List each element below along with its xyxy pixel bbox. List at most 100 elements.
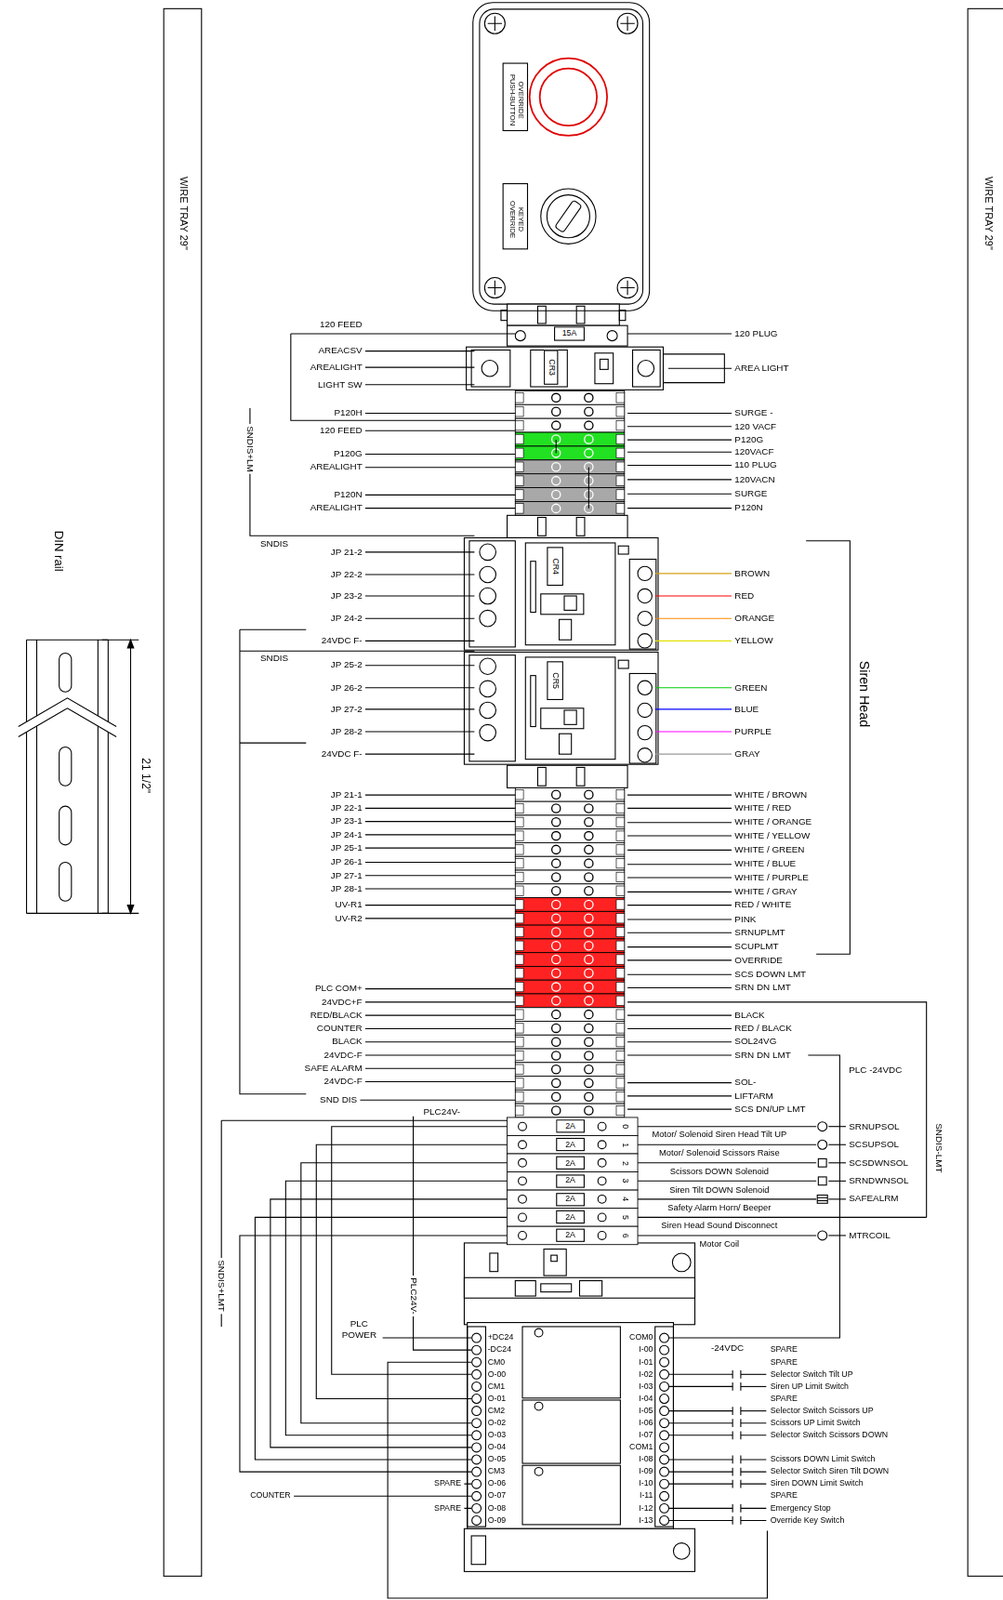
- horn-symbol: [817, 1194, 828, 1203]
- wire-line: [669, 1458, 733, 1460]
- wire-label: I-13: [638, 1516, 653, 1525]
- panel-part: [463, 1277, 695, 1298]
- wire-line: [627, 834, 732, 836]
- plc-terminal: [659, 1478, 670, 1489]
- wire-line: [627, 918, 732, 920]
- wire-label: JP 21-1: [330, 790, 363, 800]
- wire-line: [365, 686, 475, 688]
- wire-label: JP 27-1: [330, 871, 363, 881]
- wire-line: [655, 640, 732, 642]
- terminal-clamp: [616, 448, 625, 458]
- panel-part: [529, 58, 608, 136]
- terminal-screw: [552, 858, 561, 868]
- solenoid-symbol: [818, 1158, 827, 1167]
- fuse: 2A: [555, 1174, 585, 1188]
- wire-line: [301, 1162, 508, 1424]
- wire-line: [627, 1015, 732, 1017]
- wire-line: [732, 1516, 734, 1525]
- terminal-screw: [584, 407, 594, 416]
- panel-part: [541, 593, 584, 615]
- terminal-clamp: [514, 1023, 524, 1033]
- wire-label: JP 26-2: [330, 683, 363, 693]
- solenoid-symbol: [818, 1176, 827, 1186]
- wire-label: RED / BLACK: [734, 1024, 792, 1034]
- node-text: CR3: [546, 358, 555, 376]
- wire-line: [669, 1483, 733, 1485]
- wire-label: SPARE: [770, 1346, 798, 1355]
- terminal-screw: [518, 1176, 528, 1186]
- panel-part: [479, 587, 497, 605]
- terminal-screw: [552, 489, 561, 499]
- wire-label: WHITE / BROWN: [734, 790, 807, 800]
- plc-terminal: [659, 1516, 670, 1526]
- terminal-clamp: [616, 434, 625, 444]
- wire-line: [627, 1041, 732, 1043]
- wire-line: [365, 1041, 515, 1043]
- terminal-row: [514, 842, 624, 857]
- wire-label: JP 24-1: [330, 830, 363, 840]
- wire-label: 120 FEED: [319, 425, 363, 436]
- panel-part: [502, 184, 528, 250]
- plc-terminal: [472, 1430, 482, 1440]
- wire-line: [627, 1002, 927, 1218]
- wire-label: UV-R2: [335, 913, 363, 924]
- terminal-clamp: [616, 406, 625, 416]
- terminal-clamp: [616, 1105, 625, 1115]
- wire-line: [740, 1434, 766, 1436]
- terminal-clamp: [514, 954, 524, 964]
- wire-line: [740, 1471, 766, 1473]
- terminal-clamp: [514, 885, 524, 896]
- wire-line: [669, 1422, 733, 1424]
- wire-line: [463, 1483, 472, 1485]
- terminal-screw: [552, 954, 561, 964]
- panel-part: [59, 862, 72, 902]
- panel-part: [594, 353, 614, 384]
- wire-line: [627, 932, 732, 934]
- plc-terminal: [472, 1491, 482, 1501]
- wire-label: Selector Switch Scissors UP: [770, 1406, 874, 1415]
- terminal-screw: [552, 476, 561, 486]
- wire-label: SNDIS: [260, 539, 289, 549]
- panel-part: [546, 195, 590, 238]
- wire-label: AREA LIGHT: [734, 363, 789, 373]
- wire-line: [365, 1015, 515, 1017]
- panel-part: [514, 1280, 536, 1296]
- plc-terminal: [659, 1418, 670, 1428]
- wire-line: [387, 1361, 767, 1598]
- plc-terminal: [472, 1442, 482, 1452]
- terminal-clamp: [514, 831, 524, 841]
- panel-part: [633, 349, 661, 387]
- terminal-clamp: [514, 1064, 524, 1074]
- wire-line: [817, 1200, 828, 1201]
- coil-symbol: [818, 1230, 828, 1241]
- terminal-screw: [584, 954, 594, 964]
- override-station: OVERRIDE PUSH-BUTTONKEYED OVERRIDE: [472, 1, 650, 312]
- wire-label: JP 26-1: [330, 857, 363, 868]
- terminal-screw: [597, 1213, 607, 1222]
- panel-part: [463, 1242, 695, 1325]
- wire-line: [365, 904, 515, 906]
- wire-line: [655, 618, 732, 620]
- terminal-clamp: [514, 1092, 524, 1102]
- coil-symbol: [818, 1121, 828, 1132]
- wire-label: Scissors DOWN Solenoid: [670, 1166, 769, 1175]
- wire-line: [293, 1495, 472, 1497]
- terminal-row: [514, 404, 624, 419]
- wire-line: [365, 551, 475, 553]
- wire-line: [365, 833, 515, 835]
- wire-line: [627, 1095, 732, 1096]
- terminal-screw: [584, 1037, 594, 1046]
- wire-label: GRAY: [734, 749, 760, 759]
- panel-part: [617, 277, 638, 299]
- wire-label: PINK: [734, 914, 756, 924]
- wire-line: [555, 439, 557, 453]
- terminal-screw: [584, 872, 594, 882]
- node-text: 2A: [565, 1194, 576, 1203]
- panel-part: [530, 561, 536, 613]
- panel-part: [637, 359, 655, 377]
- wire-label: SPARE: [434, 1479, 462, 1489]
- terminal-screw: [552, 421, 561, 430]
- wire-line: [732, 1430, 734, 1439]
- wire-line: [627, 946, 732, 948]
- wire-label: SNDIS-LMT: [934, 1121, 944, 1175]
